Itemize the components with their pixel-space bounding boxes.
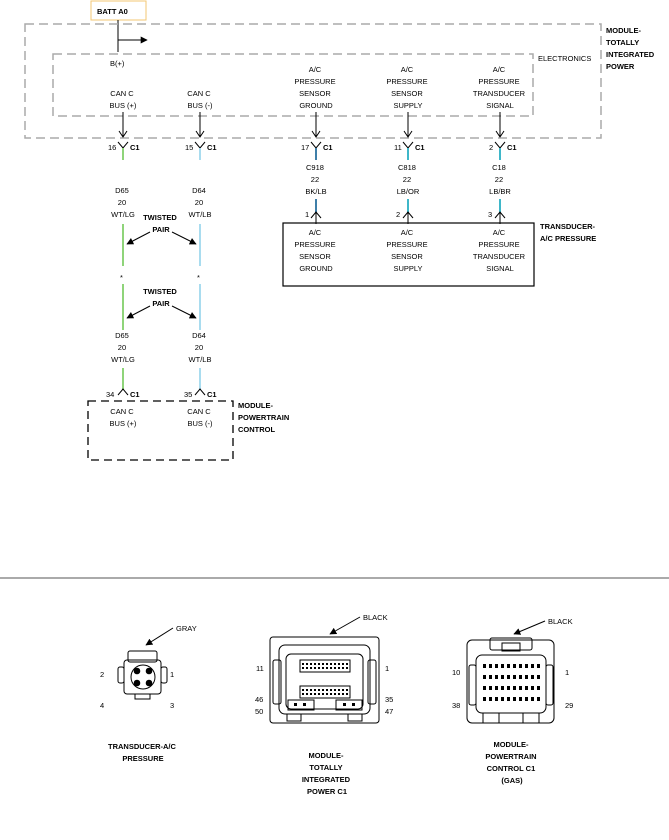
tipm-outer-outline (24, 23, 602, 139)
tipm-pin-stubs (122, 112, 501, 136)
pcm-conn-pin-35: 35 (184, 390, 192, 399)
transducer-connector-caption: TRANSDUCER-A/C PRESSURE (108, 742, 178, 763)
conn-c1-11: C1 (415, 143, 425, 152)
conn-pin-11: 11 (394, 143, 402, 152)
wire-label-d64-upper: D64 20 WT/LB (189, 186, 212, 219)
tipm-pin-label-sensor-supply: A/C PRESSURE SENSOR SUPPLY (386, 65, 429, 110)
conn-c1-2: C1 (507, 143, 517, 152)
transducer-face-pin-1: 1 (170, 670, 174, 679)
conn-c1-16: C1 (130, 143, 140, 152)
twisted-pair-label-1: TWISTED PAIR (143, 213, 179, 234)
wire-label-d64-lower: D64 20 WT/LB (189, 331, 212, 364)
tipm-face-pin-35: 35 (385, 695, 393, 704)
pcm-connector-symbols (117, 388, 206, 396)
conn-pin-17: 17 (301, 143, 309, 152)
twisted-arrow-2-right (171, 305, 197, 319)
transducer-color-label: GRAY (176, 624, 197, 633)
tipm-face-pin-46: 46 (255, 695, 263, 704)
pcm-color-leader (513, 620, 546, 635)
transducer-face-pin-2: 2 (100, 670, 104, 679)
upper-connector-symbols (117, 141, 506, 149)
pcm-face-pin-29: 29 (565, 701, 573, 710)
batt-label: BATT A0 (97, 7, 128, 16)
pcm-title: MODULE- POWERTRAIN CONTROL (238, 401, 291, 434)
transducer-pin-1: 1 (305, 210, 309, 219)
tipm-pin-arrowheads (118, 130, 505, 138)
tipm-pin-label-transducer-signal: A/C PRESSURE TRANSDUCER SIGNAL (473, 65, 527, 110)
pcm-conn-c1-34: C1 (130, 390, 140, 399)
pcm-connector-caption: MODULE- POWERTRAIN CONTROL C1 (GAS) (485, 740, 538, 785)
tipm-electronics-outline (52, 53, 534, 117)
pcm-box (87, 400, 234, 461)
transducer-color-leader (145, 627, 174, 646)
wire-label-d65-upper: D65 20 WT/LG (111, 186, 135, 219)
conn-pin-16: 16 (108, 143, 116, 152)
tipm-connector-cavities (294, 663, 355, 706)
wire-label-c818: C818 22 LB/OR (397, 163, 420, 196)
transducer-face-pin-4: 4 (100, 701, 104, 710)
conn-pin-15: 15 (185, 143, 193, 152)
tipm-pin-label-can-neg: CAN C BUS (-) (187, 89, 213, 110)
pcm-face-pin-10: 10 (452, 668, 460, 677)
wire-label-c918: C918 22 BK/LB (305, 163, 326, 196)
splice-mark-d64: * (197, 273, 200, 282)
splice-mark-d65: * (120, 273, 123, 282)
transducer-connector-symbols (310, 211, 506, 224)
transducer-title: TRANSDUCER- A/C PRESSURE (540, 222, 597, 243)
transducer-label-supply: A/C PRESSURE SENSOR SUPPLY (386, 228, 429, 273)
pcm-label-can-neg: CAN C BUS (-) (187, 407, 213, 428)
pcm-face-pin-1: 1 (565, 668, 569, 677)
pcm-connector-color-label: BLACK (548, 617, 573, 626)
transducer-label-signal: A/C PRESSURE TRANSDUCER SIGNAL (473, 228, 527, 273)
conn-c1-15: C1 (207, 143, 217, 152)
electronics-label: ELECTRONICS (538, 54, 591, 63)
tipm-pin-label-sensor-ground: A/C PRESSURE SENSOR GROUND (294, 65, 337, 110)
pcm-connector-cavities (483, 664, 540, 701)
transducer-label-ground: A/C PRESSURE SENSOR GROUND (294, 228, 337, 273)
conn-c1-17: C1 (323, 143, 333, 152)
twisted-arrow-2-left (126, 305, 151, 319)
twisted-pair-label-2: TWISTED PAIR (143, 287, 179, 308)
tipm-face-pin-47: 47 (385, 707, 393, 716)
tipm-face-pin-50: 50 (255, 707, 263, 716)
transducer-pin-3: 3 (488, 210, 492, 219)
bplus-label: B(+) (110, 59, 125, 68)
pcm-label-can-pos: CAN C BUS (+) (110, 407, 137, 428)
transducer-connector-face (117, 650, 168, 700)
conn-pin-2: 2 (489, 143, 493, 152)
twisted-arrow-1-right (171, 231, 197, 245)
pcm-conn-pin-34: 34 (106, 390, 114, 399)
tipm-pin-label-can-pos: CAN C BUS (+) (110, 89, 137, 110)
wire-label-d65-lower: D65 20 WT/LG (111, 331, 135, 364)
transducer-face-pin-3: 3 (170, 701, 174, 710)
wire-label-c18: C18 22 LB/BR (489, 163, 511, 196)
pcm-conn-c1-35: C1 (207, 390, 217, 399)
tipm-connector-color-label: BLACK (363, 613, 388, 622)
tipm-face-pin-1: 1 (385, 664, 389, 673)
pcm-face-pin-38: 38 (452, 701, 460, 710)
tipm-color-leader (329, 616, 361, 635)
twisted-arrow-1-left (126, 231, 151, 245)
transducer-box (282, 222, 535, 287)
tipm-title: MODULE- TOTALLY INTEGRATED POWER (606, 26, 656, 71)
tipm-connector-caption: MODULE- TOTALLY INTEGRATED POWER C1 (302, 751, 352, 796)
transducer-pin-2: 2 (396, 210, 400, 219)
tipm-connector-face (269, 636, 380, 724)
pcm-connector-face (466, 637, 555, 724)
tipm-face-pin-11: 11 (256, 664, 264, 673)
